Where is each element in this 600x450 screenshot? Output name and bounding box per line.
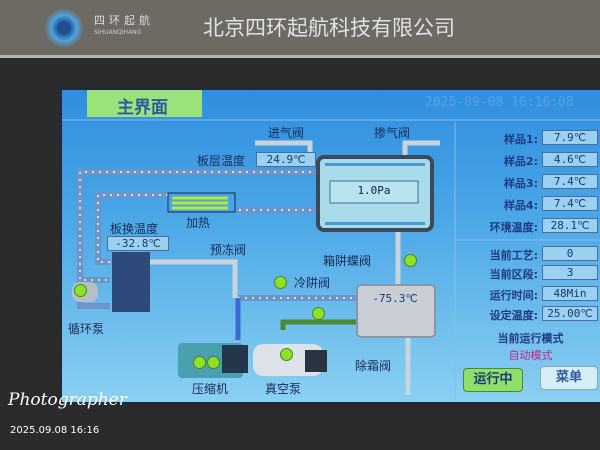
brand-name-en: SIHUANQIHANG: [94, 29, 142, 36]
menu-button[interactable]: 菜单: [540, 366, 598, 390]
cold-trap-temp: -75.3℃: [372, 292, 418, 305]
samples-value: 7.4℃: [542, 174, 598, 189]
compressor-status-indicator: [193, 356, 206, 369]
inlet-valve-label: 进气阀: [268, 126, 305, 140]
brand-name: 四环起航: [94, 14, 154, 27]
company-logo: [44, 8, 84, 48]
status-value: 25.00℃: [542, 306, 598, 321]
photo-watermark: Photographer: [8, 390, 127, 410]
compressor-status-indicator-2: [207, 356, 220, 369]
samples-value: 7.4℃: [542, 196, 598, 211]
status-value: 0: [542, 246, 598, 261]
status-label: 运行时间:: [489, 289, 538, 302]
pump-status-indicator: [74, 284, 87, 297]
status-value: 48Min: [542, 286, 598, 301]
company-name: 北京四环起航科技有限公司: [203, 16, 455, 40]
photo-date: 2025.09.08 16:16: [10, 425, 100, 436]
status-label: 当前区段:: [489, 268, 538, 281]
status-label: 当前工艺:: [489, 249, 538, 262]
butterfly-valve-label[interactable]: 箱阱蝶阀: [323, 254, 372, 268]
butterfly-valve-indicator[interactable]: [404, 254, 417, 267]
circulation-pump-label: 循环泵: [68, 322, 105, 336]
defrost-valve-label[interactable]: 除霜阀: [355, 359, 392, 373]
vacuum-pump-status-indicator: [280, 348, 293, 361]
status-label: 设定温度:: [489, 309, 538, 322]
exchanger-temp-label: 板换温度: [110, 222, 159, 236]
samples-value: 28.1℃: [542, 218, 598, 233]
mode-value: 自动模式: [508, 349, 553, 362]
timestamp: 2025-09-08 16:16:08: [425, 95, 574, 110]
samples-label: 样品2:: [503, 155, 538, 168]
cold-trap-valve-label[interactable]: 冷阱阀: [294, 276, 331, 290]
samples-label: 样品4:: [503, 199, 538, 212]
prefreeze-valve-label[interactable]: 预冻阀: [210, 243, 247, 257]
exchanger-temp-value: -32.8℃: [107, 236, 169, 251]
samples-value: 4.6℃: [542, 152, 598, 167]
compressor-label: 压缩机: [192, 382, 229, 396]
cold-trap-valve-indicator[interactable]: [274, 276, 287, 289]
tab-main[interactable]: 主界面: [87, 90, 202, 118]
status-value: 3: [542, 265, 598, 280]
mode-label: 当前运行模式: [497, 332, 564, 345]
shelf-temp-label: 板层温度: [197, 154, 246, 168]
run-button[interactable]: 运行中: [463, 368, 523, 392]
chamber-pressure: 1.0Pa: [357, 184, 391, 197]
heater-label: 加热: [186, 216, 211, 230]
samples-label: 样品1:: [503, 133, 538, 146]
samples-value: 7.9℃: [542, 130, 598, 145]
vacuum-valve-indicator[interactable]: [312, 307, 325, 320]
header-plate: [0, 0, 600, 58]
samples-label: 环境温度:: [489, 221, 538, 234]
samples-label: 样品3:: [503, 177, 538, 190]
shelf-temp-value: 24.9℃: [256, 152, 316, 167]
vacuum-pump-label: 真空泵: [265, 382, 302, 396]
bleed-valve-label: 掺气阀: [374, 126, 411, 140]
